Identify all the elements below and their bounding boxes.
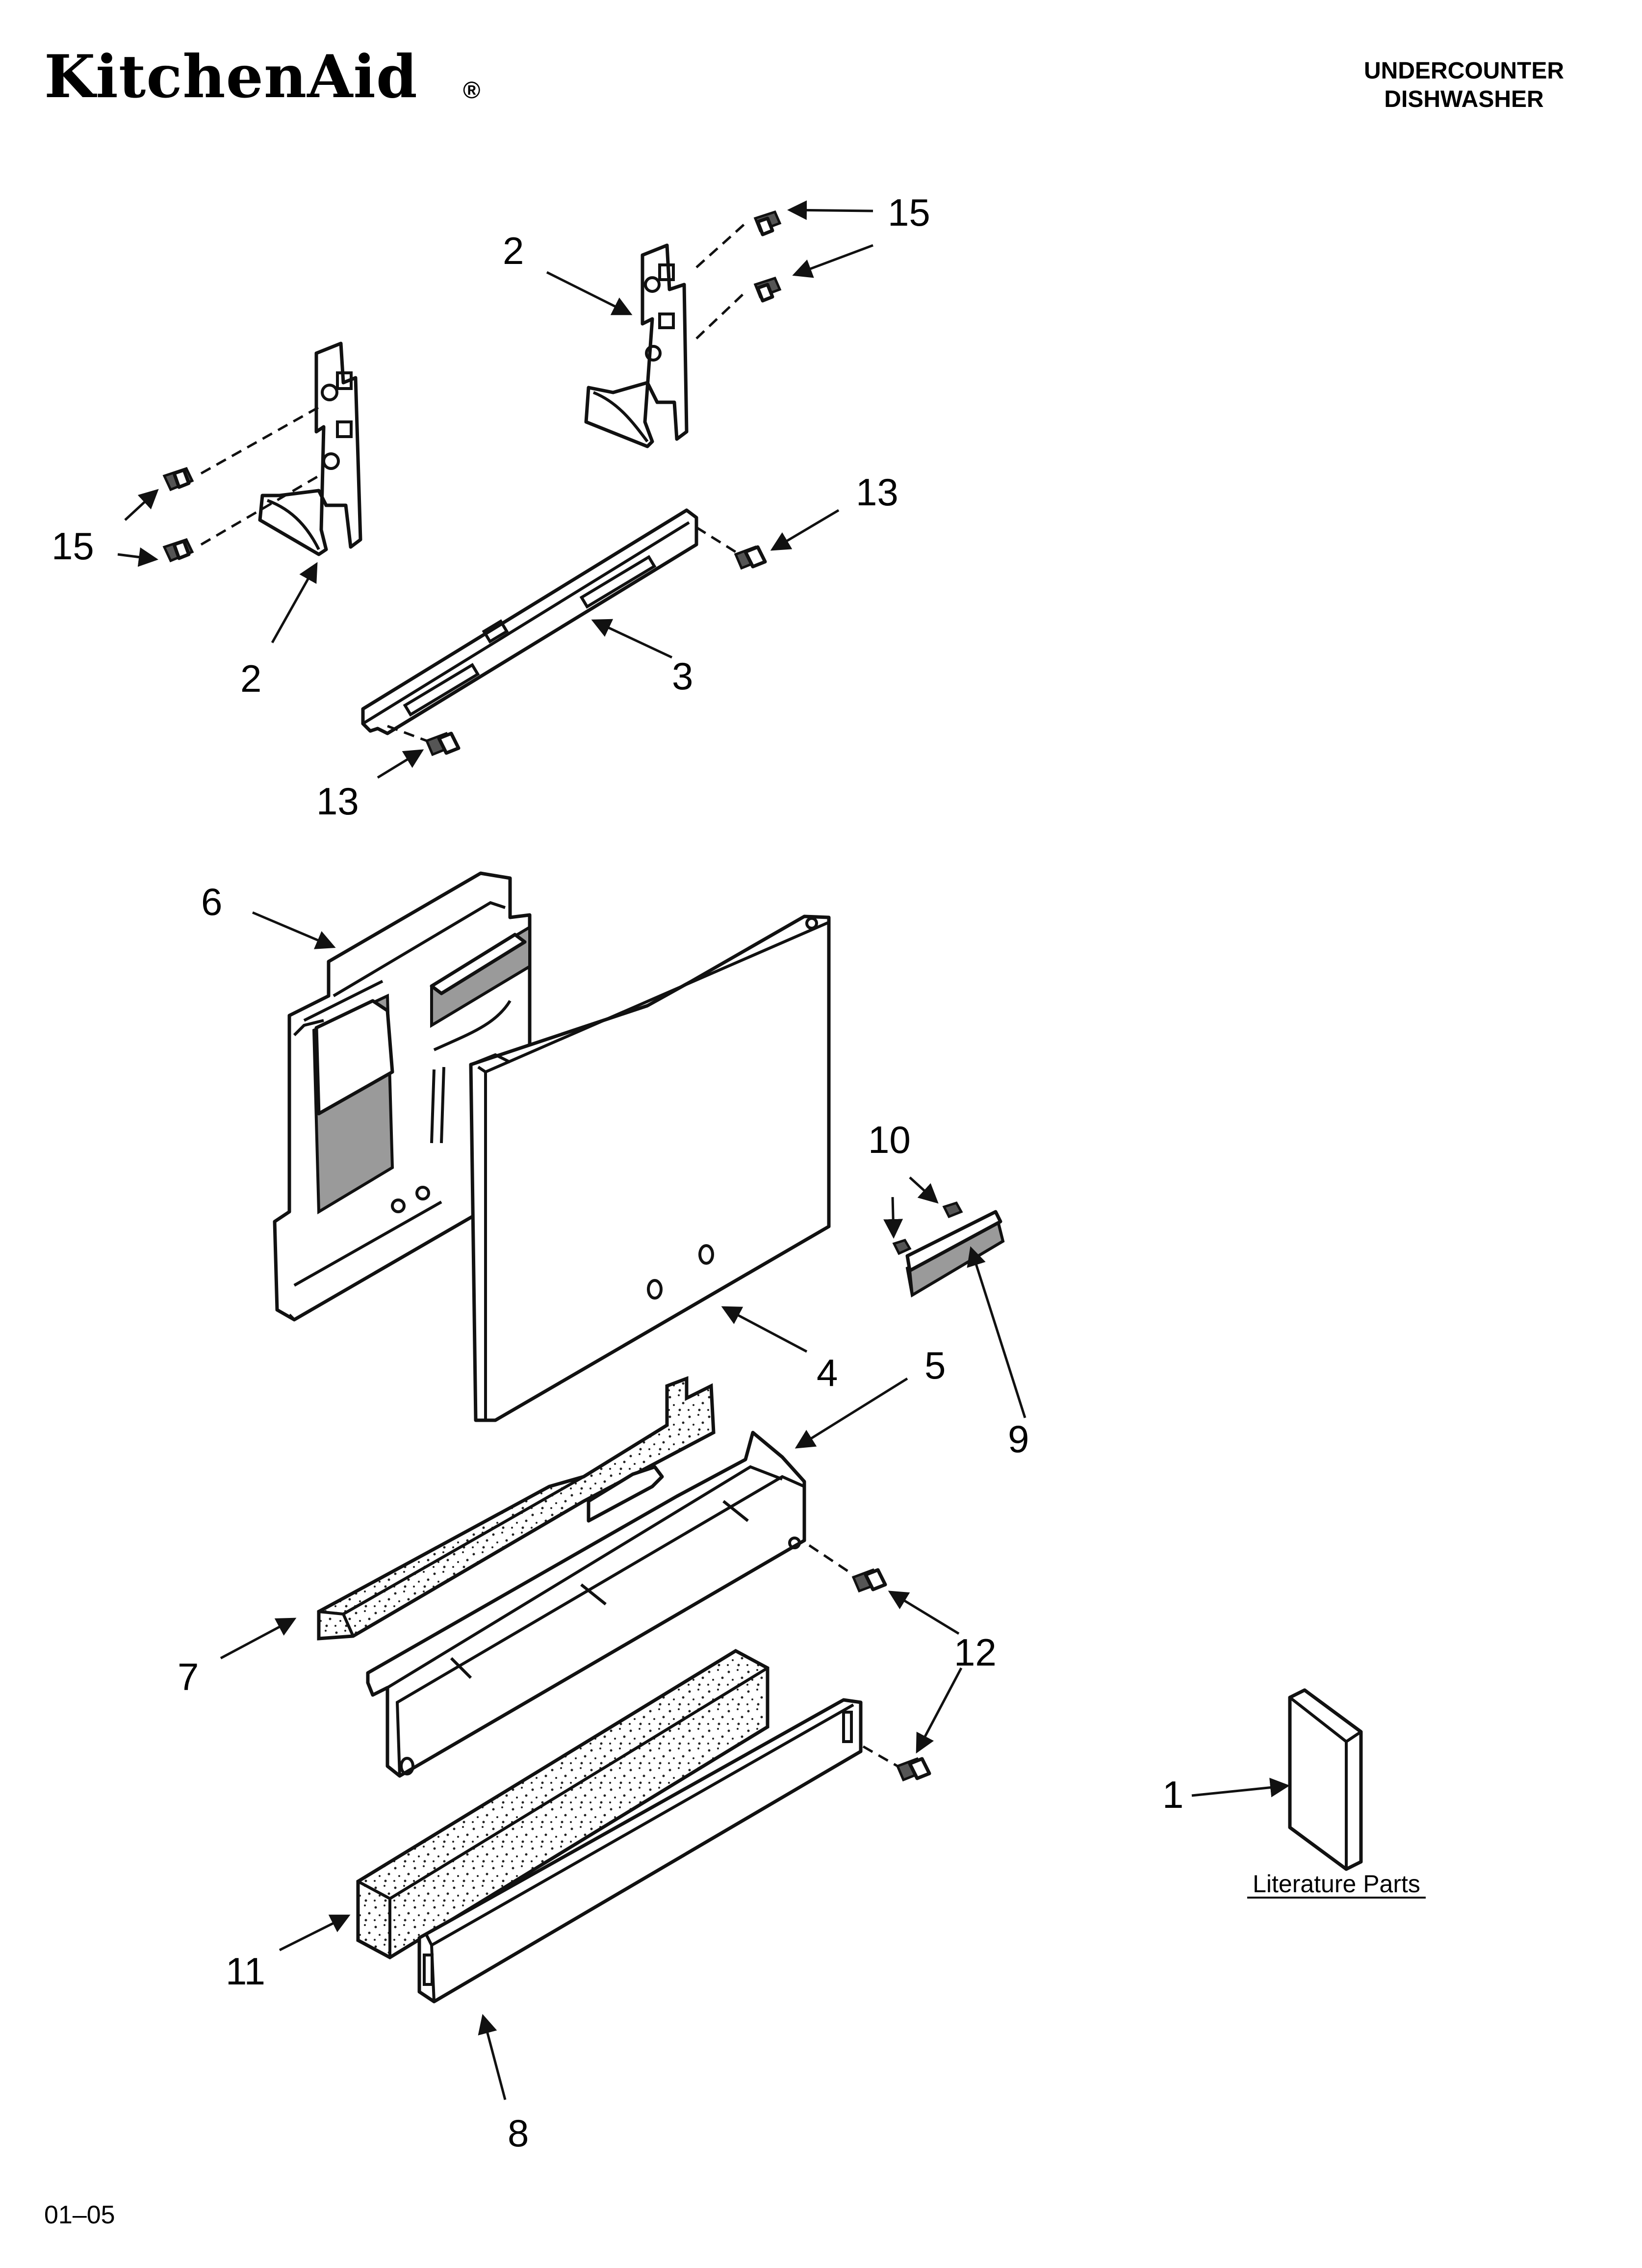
nut-10-left bbox=[892, 1239, 912, 1255]
callout-5: 5 bbox=[924, 1344, 946, 1387]
screw-15-left-2 bbox=[162, 538, 194, 563]
footer-code: 01–05 bbox=[44, 2201, 115, 2229]
callout-11: 11 bbox=[226, 1950, 265, 1993]
callout-6: 6 bbox=[201, 880, 222, 923]
screw-13-right bbox=[734, 545, 767, 570]
callout-8: 8 bbox=[508, 2112, 529, 2155]
leader-lines bbox=[117, 200, 1290, 2100]
callout-15-top: 15 bbox=[888, 191, 930, 234]
screw-15-top-2 bbox=[753, 276, 782, 303]
support-rail bbox=[361, 508, 698, 735]
callout-10: 10 bbox=[868, 1118, 911, 1161]
callout-12: 12 bbox=[954, 1631, 997, 1674]
callout-1: 1 bbox=[1162, 1773, 1183, 1816]
door-handle bbox=[905, 1210, 1005, 1298]
trademark: ® bbox=[463, 78, 480, 104]
brand-logo: KitchenAid bbox=[44, 42, 418, 111]
insulation-strip-upper bbox=[317, 1376, 716, 1641]
outer-door-panel bbox=[469, 914, 831, 1422]
inner-door-panel bbox=[273, 871, 532, 1322]
callout-9: 9 bbox=[1008, 1417, 1029, 1460]
callout-15-left: 15 bbox=[51, 524, 94, 568]
callout-13-right: 13 bbox=[856, 470, 898, 514]
toe-panel-bracket bbox=[366, 1431, 806, 1778]
screw-12-upper bbox=[851, 1568, 887, 1593]
kick-plate bbox=[417, 1698, 863, 2004]
screw-15-top-1 bbox=[753, 210, 782, 236]
callout-13-bottom: 13 bbox=[316, 780, 359, 823]
callout-4: 4 bbox=[817, 1351, 838, 1394]
insulation-block-lower bbox=[356, 1648, 770, 1960]
screw-12-lower bbox=[896, 1757, 931, 1782]
callout-2-left: 2 bbox=[240, 657, 261, 700]
callout-3: 3 bbox=[672, 654, 693, 698]
screw-13-bottom bbox=[425, 731, 461, 756]
diagram-title-line1: UNDERCOUNTER bbox=[1364, 58, 1564, 84]
callout-7: 7 bbox=[178, 1655, 199, 1698]
literature-book bbox=[1288, 1688, 1363, 1871]
literature-parts-label: Literature Parts bbox=[1253, 1870, 1420, 1898]
diagram-title-line2: DISHWASHER bbox=[1384, 86, 1543, 112]
mounting-bracket-right bbox=[584, 243, 689, 448]
callout-2-top: 2 bbox=[503, 229, 524, 272]
mounting-bracket-left bbox=[258, 341, 362, 556]
screw-15-left-1 bbox=[162, 467, 194, 492]
nut-10-right bbox=[942, 1201, 963, 1219]
